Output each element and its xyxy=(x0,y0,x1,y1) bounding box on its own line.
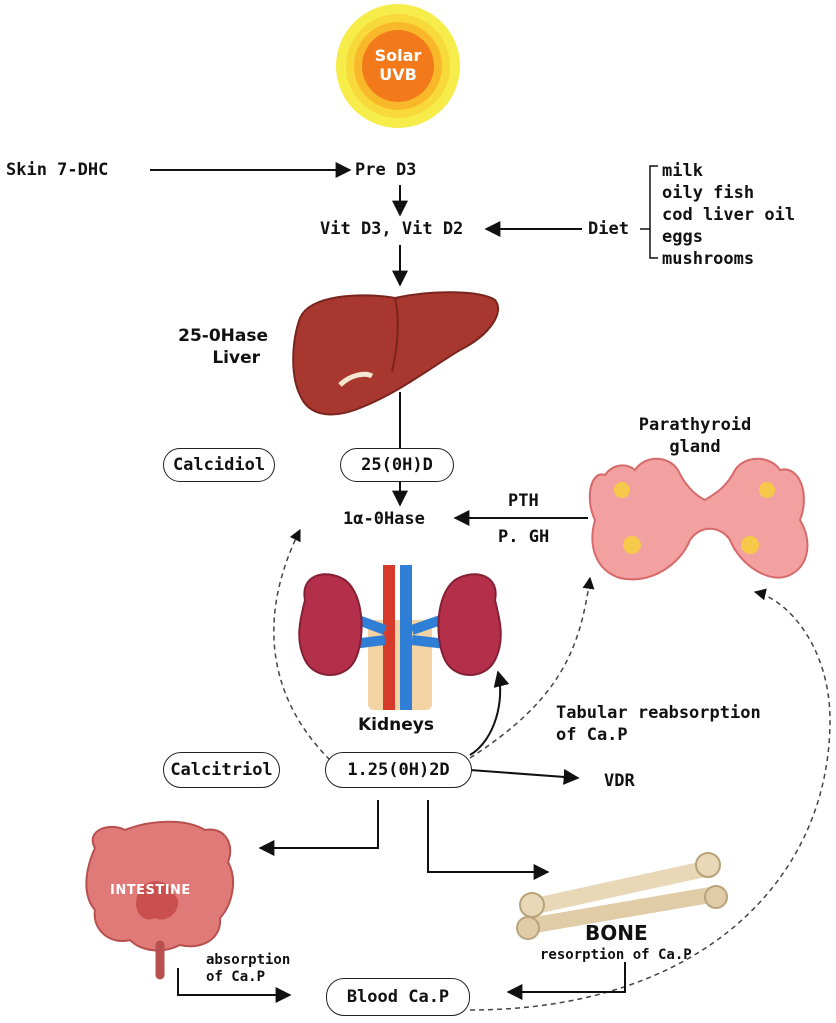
pth-label: PTH xyxy=(508,491,539,511)
parathyroid-icon xyxy=(588,457,809,581)
diet-list: milk oily fish cod liver oil eggs mushro… xyxy=(662,160,795,270)
sun-label-line2: UVB xyxy=(379,65,417,84)
dashed-arrow-to-parathyroid xyxy=(469,576,595,759)
liver-enzyme-label: 25-0Hase xyxy=(178,326,268,346)
pred3-label: Pre D3 xyxy=(355,160,417,180)
diet-item-oily-fish: oily fish xyxy=(662,183,755,203)
diet-label: Diet xyxy=(588,219,629,239)
liver-label: 25-0Hase Liver xyxy=(168,325,268,369)
sun-icon xyxy=(336,4,460,128)
pgh-label: P. GH xyxy=(498,527,550,547)
intestine-icon xyxy=(85,820,235,980)
bone-icon xyxy=(516,852,728,940)
diet-bracket xyxy=(640,165,658,259)
intestine-label: INTESTINE xyxy=(110,883,191,898)
kidneys-icon xyxy=(298,565,502,710)
arrow-to-intestine xyxy=(258,800,379,856)
resorption-label: resorption of Ca.P xyxy=(540,947,692,963)
tubular-label-line1: Tabular reabsorption xyxy=(556,703,761,723)
arrow-to-vdr xyxy=(469,768,580,785)
parathyroid-label-line1: Parathyroid xyxy=(638,415,752,435)
diet-item-mushrooms: mushrooms xyxy=(662,249,755,269)
sun-label-line1: Solar xyxy=(374,46,422,65)
ohd-pill: 25(0H)D xyxy=(340,448,454,482)
tubular-label-line2: of Ca.P xyxy=(556,725,628,745)
calcidiol-pill: Calcidiol xyxy=(163,448,275,482)
parathyroid-label-line2: gland xyxy=(669,437,721,457)
liver-icon xyxy=(292,291,500,416)
calcitriol-compound-pill: 1.25(0H)2D xyxy=(325,752,472,788)
arrow-to-bone xyxy=(427,800,550,880)
sun-label: Solar UVB xyxy=(358,46,438,84)
dashed-arrow-blood-to-parathyroid xyxy=(469,588,831,1011)
tubular-label: Tabular reabsorption of Ca.P xyxy=(556,702,761,746)
vdr-label: VDR xyxy=(604,771,635,791)
arrow-bone-to-blood xyxy=(506,962,626,1000)
alpha-hase-label: 1α-0Hase xyxy=(343,509,425,529)
skin-label: Skin 7-DHC xyxy=(6,160,109,180)
parathyroid-label: Parathyroid gland xyxy=(620,414,770,458)
liver-name-label: Liver xyxy=(212,348,260,368)
bone-label: BONE xyxy=(585,921,648,945)
absorption-label-line1: absorption xyxy=(206,952,291,968)
absorption-label: absorption of Ca.P xyxy=(206,952,290,986)
calcitriol-pill: Calcitriol xyxy=(163,752,280,788)
diet-item-eggs: eggs xyxy=(662,227,703,247)
arrow-to-kidneys xyxy=(469,670,510,756)
kidneys-label: Kidneys xyxy=(358,715,435,735)
diet-item-cod-liver-oil: cod liver oil xyxy=(662,205,796,225)
dashed-arrow-to-alpha xyxy=(273,528,331,761)
vitd-label: Vit D3, Vit D2 xyxy=(320,219,464,239)
blood-pill: Blood Ca.P xyxy=(326,978,470,1016)
diet-item-milk: milk xyxy=(662,161,703,181)
absorption-label-line2: of Ca.P xyxy=(206,969,266,985)
arrow-intestine-to-blood xyxy=(177,968,292,1003)
